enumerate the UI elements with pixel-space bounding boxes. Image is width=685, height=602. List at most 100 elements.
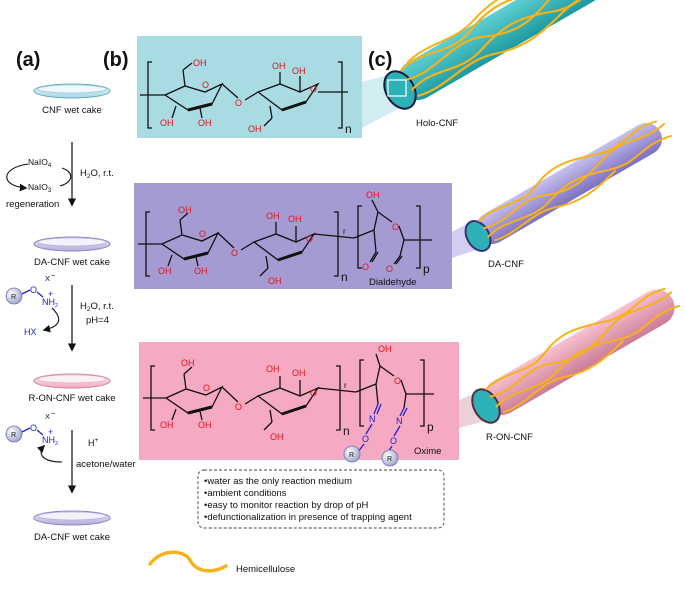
oh-label: OH — [366, 190, 380, 200]
r-group-sphere — [5, 287, 23, 305]
r-label: R — [11, 294, 16, 301]
oh-label: OH — [193, 58, 207, 68]
oh-label: OH — [248, 124, 262, 134]
note-item: •water as the only reaction medium — [204, 476, 352, 487]
repeat-p: p — [427, 420, 434, 434]
oh-label: OH — [292, 66, 306, 76]
aldehyde-o: O — [386, 264, 393, 274]
structure-cellulose: n OH O OH OH O OH OH OH O — [137, 36, 362, 138]
note-item: •defunctionalization in presence of trap… — [204, 512, 412, 523]
reagent-naio3: NaIO3 — [28, 182, 52, 194]
aldehyde-o: O — [362, 262, 369, 272]
oh-label: OH — [158, 266, 172, 276]
panel-label-c: (c) — [368, 49, 392, 71]
o-ring-label: O — [199, 229, 206, 239]
panel-cellulose-box — [137, 36, 362, 138]
reagent-naio4: NaIO4 — [28, 157, 52, 169]
oh-label: OH — [272, 61, 286, 71]
glycosidic-o: O — [231, 248, 238, 258]
panel-label-b: (b) — [103, 49, 129, 71]
r-label: R — [349, 452, 354, 459]
reagent-hydroxylamine-2: R O NH2 + X− — [5, 409, 58, 447]
oh-label: OH — [178, 205, 192, 215]
o-atom: O — [30, 285, 37, 295]
plate-da-cnf — [33, 236, 111, 252]
repeat-r: r — [343, 227, 346, 236]
o-ring-label: O — [310, 388, 317, 398]
oh-label: OH — [270, 432, 284, 442]
glycosidic-o: O — [235, 98, 242, 108]
regeneration-loop — [6, 163, 29, 192]
structure-oxime: n OH O OH OH O OH OH OH O r p OH — [139, 342, 459, 467]
x-counterion: X− — [45, 271, 56, 283]
label-da-cnf-wet-cake-2: DA-CNF wet cake — [34, 532, 110, 543]
o-ring-label: O — [306, 234, 313, 244]
structure-dialdehyde: n OH O OH OH O OH OH OH O r p OH — [134, 183, 452, 289]
o-label: O — [392, 222, 399, 232]
r-label-2: R — [11, 432, 16, 439]
repeat-n: n — [341, 270, 348, 284]
regeneration-loop-inner — [59, 167, 72, 187]
nh2-group-2: NH2 — [42, 435, 58, 447]
plus-charge-2: + — [48, 427, 53, 437]
byproduct-hx: HX — [24, 327, 37, 337]
panel-label-a: (a) — [16, 49, 40, 71]
x-counterion-2: X− — [45, 409, 56, 421]
oxime-label: Oxime — [414, 446, 441, 457]
oh-label: OH — [268, 276, 282, 286]
fiber-holo-cnf — [362, 0, 663, 128]
repeat-n: n — [345, 122, 352, 136]
plate-cnf — [33, 83, 111, 99]
condition-ph: pH=4 — [86, 315, 109, 326]
oh-label: OH — [292, 368, 306, 378]
r-group-sphere-2 — [5, 425, 23, 443]
condition-acetone-water: acetone/water — [76, 459, 136, 470]
note-item: •ambient conditions — [204, 488, 287, 499]
note-item: •easy to monitor reaction by drop of pH — [204, 500, 369, 511]
condition-h-plus: H+ — [88, 437, 99, 448]
label-da-cnf-wet-cake: DA-CNF wet cake — [34, 257, 110, 268]
o-ring-label: O — [310, 84, 317, 94]
oh-label: OH — [288, 214, 302, 224]
repeat-r: r — [344, 381, 347, 390]
r-group-sphere — [343, 445, 361, 463]
repeat-p: p — [423, 262, 430, 276]
r-group-sphere — [381, 449, 399, 467]
label-da-cnf: DA-CNF — [488, 259, 524, 270]
oxime-o: O — [390, 436, 397, 446]
oh-label: OH — [160, 118, 174, 128]
legend-hemicellulose: Hemicellulose — [148, 550, 295, 575]
notes-box: •water as the only reaction medium •ambi… — [197, 469, 445, 529]
dialdehyde-label: Dialdehyde — [369, 277, 417, 288]
plate-r-on-cnf — [33, 373, 111, 389]
legend-hemicellulose-label: Hemicellulose — [236, 564, 295, 575]
oh-label: OH — [194, 266, 208, 276]
label-cnf-wet-cake: CNF wet cake — [42, 105, 102, 116]
release-arrow — [36, 444, 63, 463]
fiber-r-on-cnf — [459, 287, 681, 428]
process-flow: CNF wet cake NaIO4 NaIO3 H2O, r.t. regen… — [5, 83, 136, 543]
o-atom-2: O — [30, 423, 37, 433]
oh-label: OH — [198, 118, 212, 128]
fiber-da-cnf — [452, 120, 673, 258]
condition-h2o-rt: H2O, r.t. — [80, 168, 114, 180]
label-regeneration: regeneration — [6, 199, 59, 210]
hemicellulose-strand-icon — [148, 550, 228, 573]
o-label: O — [394, 376, 401, 386]
panel-dialdehyde-box — [134, 183, 452, 289]
oh-label: OH — [266, 211, 280, 221]
oh-label: OH — [266, 364, 280, 374]
repeat-n: n — [343, 424, 350, 438]
o-ring-label: O — [202, 80, 209, 90]
glycosidic-o: O — [235, 402, 242, 412]
oxime-n: N — [396, 416, 403, 426]
condition-h2o-rt-2: H2O, r.t. — [80, 301, 114, 313]
oh-label: OH — [378, 344, 392, 354]
byproduct-arrow — [42, 307, 60, 333]
label-r-on-cnf: R-ON-CNF — [486, 432, 533, 443]
o-ring-label: O — [203, 383, 210, 393]
reagent-hydroxylamine: R O NH2 + X− — [5, 271, 58, 309]
plate-da-cnf-2 — [33, 510, 111, 526]
nh2-group: NH2 — [42, 297, 58, 309]
